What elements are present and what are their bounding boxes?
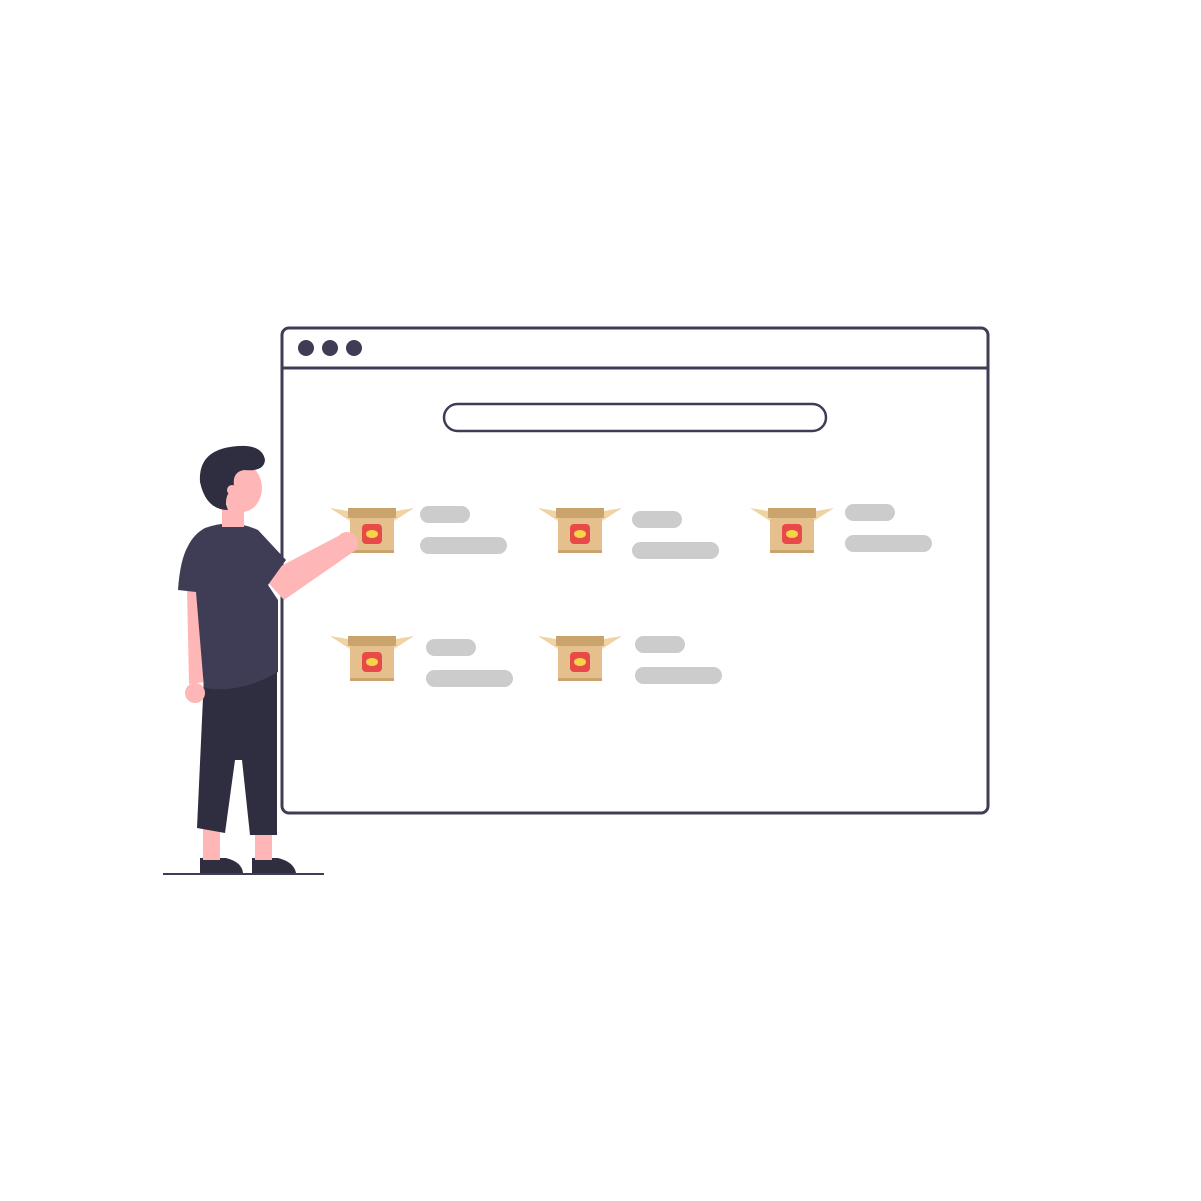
open-box-icon xyxy=(330,636,414,681)
window-controls xyxy=(298,340,362,356)
product-title-placeholder xyxy=(426,639,476,656)
left-ankle xyxy=(203,826,220,860)
pants xyxy=(197,668,277,835)
product-card[interactable] xyxy=(330,506,507,554)
browser-window xyxy=(280,326,990,815)
product-grid xyxy=(330,504,932,687)
back-hand xyxy=(185,683,205,703)
product-title-placeholder xyxy=(845,504,895,521)
product-card[interactable] xyxy=(538,636,722,684)
open-box-icon xyxy=(538,636,622,681)
pointing-hand xyxy=(336,532,358,554)
product-detail-placeholder xyxy=(845,535,932,552)
hair xyxy=(199,445,265,510)
product-detail-placeholder xyxy=(635,667,722,684)
product-card[interactable] xyxy=(538,508,719,559)
product-detail-placeholder xyxy=(426,670,513,687)
search-bar[interactable] xyxy=(442,402,828,433)
right-shoe xyxy=(252,858,296,873)
left-shoe xyxy=(200,858,243,873)
product-title-placeholder xyxy=(635,636,685,653)
product-title-placeholder xyxy=(420,506,470,523)
product-card[interactable] xyxy=(750,504,932,553)
product-detail-placeholder xyxy=(420,537,507,554)
window-dot-icon[interactable] xyxy=(346,340,362,356)
open-box-icon xyxy=(750,508,834,553)
product-detail-placeholder xyxy=(632,542,719,559)
window-dot-icon[interactable] xyxy=(322,340,338,356)
open-box-icon xyxy=(538,508,622,553)
pointing-arm xyxy=(262,533,356,600)
product-title-placeholder xyxy=(632,511,682,528)
open-box-icon xyxy=(330,508,414,553)
person-figure xyxy=(163,445,358,875)
window-dot-icon[interactable] xyxy=(298,340,314,356)
product-card[interactable] xyxy=(330,636,513,687)
shirt xyxy=(178,523,286,690)
ear xyxy=(227,485,237,495)
browser-frame xyxy=(280,326,990,815)
